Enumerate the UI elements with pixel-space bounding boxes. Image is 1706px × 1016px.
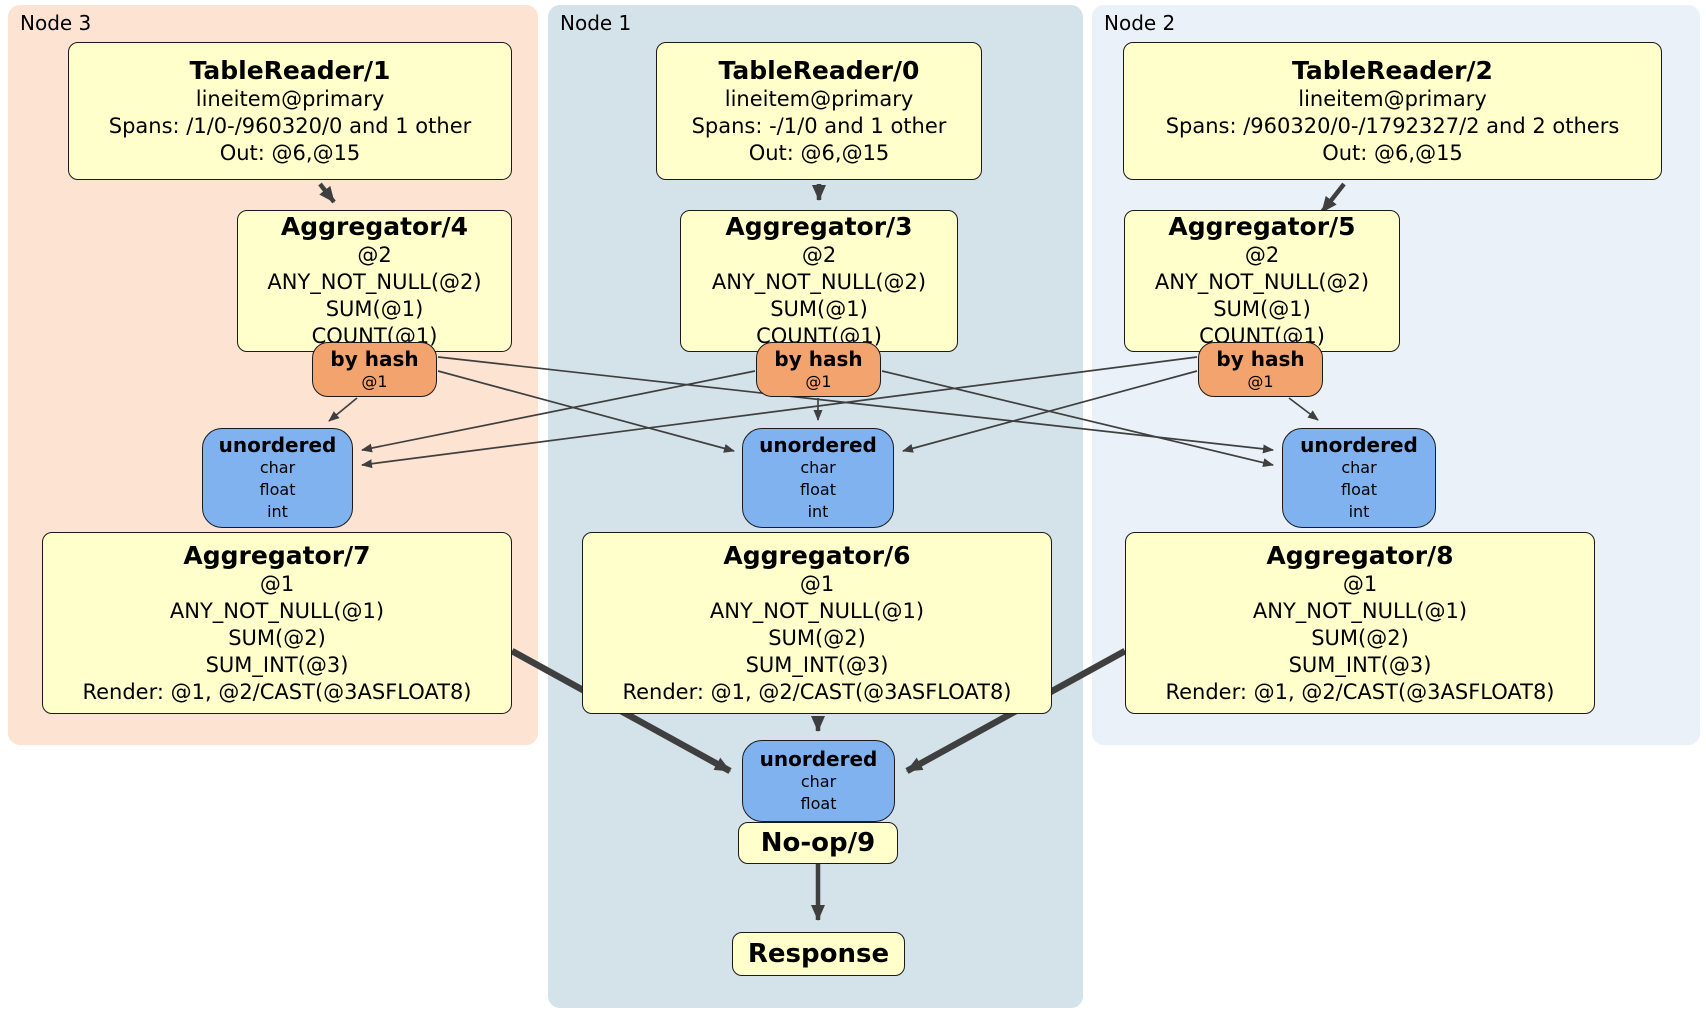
sync-col-type: float <box>259 480 296 499</box>
tablereader-2-spans: Spans: /960320/0-/1792327/2 and 2 others <box>1165 113 1620 138</box>
aggregator-6-row: SUM_INT(@3) <box>745 652 889 677</box>
aggregator-5-row: SUM(@1) <box>1213 297 1311 321</box>
aggregator-6-box: Aggregator/6 @1 ANY_NOT_NULL(@1) SUM(@2)… <box>582 532 1052 714</box>
aggregator-7-row: Render: @1, @2/CAST(@3ASFLOAT8) <box>82 679 472 704</box>
tablereader-0-box: TableReader/0 lineitem@primary Spans: -/… <box>656 42 982 180</box>
unordered-sync-node2: unordered char float int <box>1282 428 1436 528</box>
tablereader-2-box: TableReader/2 lineitem@primary Spans: /9… <box>1123 42 1662 180</box>
sync-col-type: int <box>267 502 288 521</box>
aggregator-8-title: Aggregator/8 <box>1266 540 1454 570</box>
hash-router-node1-title: by hash <box>774 346 863 371</box>
response-box: Response <box>732 932 905 976</box>
aggregator-3-row: ANY_NOT_NULL(@2) <box>711 270 927 294</box>
unordered-sync-node3: unordered char float int <box>202 428 353 528</box>
aggregator-5-row: ANY_NOT_NULL(@2) <box>1154 270 1370 294</box>
aggregator-7-row: ANY_NOT_NULL(@1) <box>169 598 385 623</box>
aggregator-8-row: ANY_NOT_NULL(@1) <box>1252 598 1468 623</box>
sync-col-type: float <box>800 794 837 813</box>
unordered-sync-node1-title: unordered <box>759 433 877 457</box>
aggregator-6-row: SUM(@2) <box>768 625 866 650</box>
sync-col-type: char <box>800 772 837 791</box>
hash-router-node3-title: by hash <box>330 346 419 371</box>
response-title: Response <box>747 939 890 969</box>
node2-label: Node 2 <box>1104 11 1176 35</box>
aggregator-7-title: Aggregator/7 <box>183 540 371 570</box>
aggregator-6-row: ANY_NOT_NULL(@1) <box>709 598 925 623</box>
sync-col-type: int <box>807 502 829 521</box>
sync-col-type: char <box>1341 458 1377 477</box>
sync-col-type: float <box>1341 480 1377 499</box>
aggregator-8-row: Render: @1, @2/CAST(@3ASFLOAT8) <box>1165 679 1555 704</box>
aggregator-4-row: SUM(@1) <box>325 297 424 321</box>
tablereader-2-out: Out: @6,@15 <box>1322 140 1463 165</box>
aggregator-8-row: @1 <box>1342 571 1378 596</box>
tablereader-0-spans: Spans: -/1/0 and 1 other <box>691 113 947 138</box>
sync-col-type: char <box>259 458 296 477</box>
node3-label: Node 3 <box>20 11 92 35</box>
aggregator-8-box: Aggregator/8 @1 ANY_NOT_NULL(@1) SUM(@2)… <box>1125 532 1595 714</box>
aggregator-5-title: Aggregator/5 <box>1168 212 1356 241</box>
hash-router-node2-key: @1 <box>1247 371 1274 391</box>
tablereader-0-index: lineitem@primary <box>724 86 914 111</box>
aggregator-4-title: Aggregator/4 <box>280 212 469 241</box>
aggregator-7-row: SUM_INT(@3) <box>205 652 349 677</box>
unordered-sync-node1: unordered char float int <box>742 428 894 528</box>
hash-router-node1: by hash @1 <box>756 342 881 397</box>
tablereader-1-out: Out: @6,@15 <box>219 140 361 165</box>
noop-9-box: No-op/9 <box>738 822 898 864</box>
aggregator-3-title: Aggregator/3 <box>725 212 913 241</box>
sync-col-type: char <box>800 458 836 477</box>
tablereader-1-title: TableReader/1 <box>189 55 391 85</box>
tablereader-1-spans: Spans: /1/0-/960320/0 and 1 other <box>108 113 472 138</box>
aggregator-7-box: Aggregator/7 @1 ANY_NOT_NULL(@1) SUM(@2)… <box>42 532 512 714</box>
hash-router-node3: by hash @1 <box>312 342 437 397</box>
aggregator-8-row: SUM(@2) <box>1311 625 1409 650</box>
tablereader-2-index: lineitem@primary <box>1298 86 1487 111</box>
aggregator-4-row: ANY_NOT_NULL(@2) <box>267 270 482 294</box>
aggregator-3-row: SUM(@1) <box>770 297 868 321</box>
aggregator-3-row: @2 <box>801 243 837 267</box>
unordered-sync-node2-title: unordered <box>1300 433 1418 457</box>
aggregator-5-box: Aggregator/5 @2 ANY_NOT_NULL(@2) SUM(@1)… <box>1124 210 1400 352</box>
tablereader-0-title: TableReader/0 <box>718 55 920 85</box>
aggregator-4-row: @2 <box>357 243 392 267</box>
tablereader-0-out: Out: @6,@15 <box>748 140 890 165</box>
noop-9-title: No-op/9 <box>760 828 876 858</box>
aggregator-4-box: Aggregator/4 @2 ANY_NOT_NULL(@2) SUM(@1)… <box>237 210 512 352</box>
aggregator-6-title: Aggregator/6 <box>723 540 911 570</box>
hash-router-node1-key: @1 <box>805 371 832 391</box>
unordered-sync-node3-title: unordered <box>218 433 337 457</box>
hash-router-node3-key: @1 <box>361 371 388 391</box>
aggregator-7-row: SUM(@2) <box>228 625 326 650</box>
aggregator-6-row: Render: @1, @2/CAST(@3ASFLOAT8) <box>622 679 1012 704</box>
aggregator-6-row: @1 <box>799 571 835 596</box>
aggregator-7-row: @1 <box>259 571 295 596</box>
hash-router-node2: by hash @1 <box>1198 342 1323 397</box>
aggregator-3-box: Aggregator/3 @2 ANY_NOT_NULL(@2) SUM(@1)… <box>680 210 958 352</box>
sync-col-type: float <box>800 480 836 499</box>
tablereader-1-box: TableReader/1 lineitem@primary Spans: /1… <box>68 42 512 180</box>
sync-col-type: int <box>1348 502 1370 521</box>
node1-label: Node 1 <box>560 11 632 35</box>
aggregator-8-row: SUM_INT(@3) <box>1288 652 1432 677</box>
aggregator-5-row: @2 <box>1244 243 1280 267</box>
tablereader-1-index: lineitem@primary <box>195 86 385 111</box>
hash-router-node2-title: by hash <box>1216 346 1305 371</box>
tablereader-2-title: TableReader/2 <box>1292 55 1493 85</box>
output-unordered-sync-title: unordered <box>759 747 878 771</box>
output-unordered-sync: unordered char float <box>742 740 895 822</box>
